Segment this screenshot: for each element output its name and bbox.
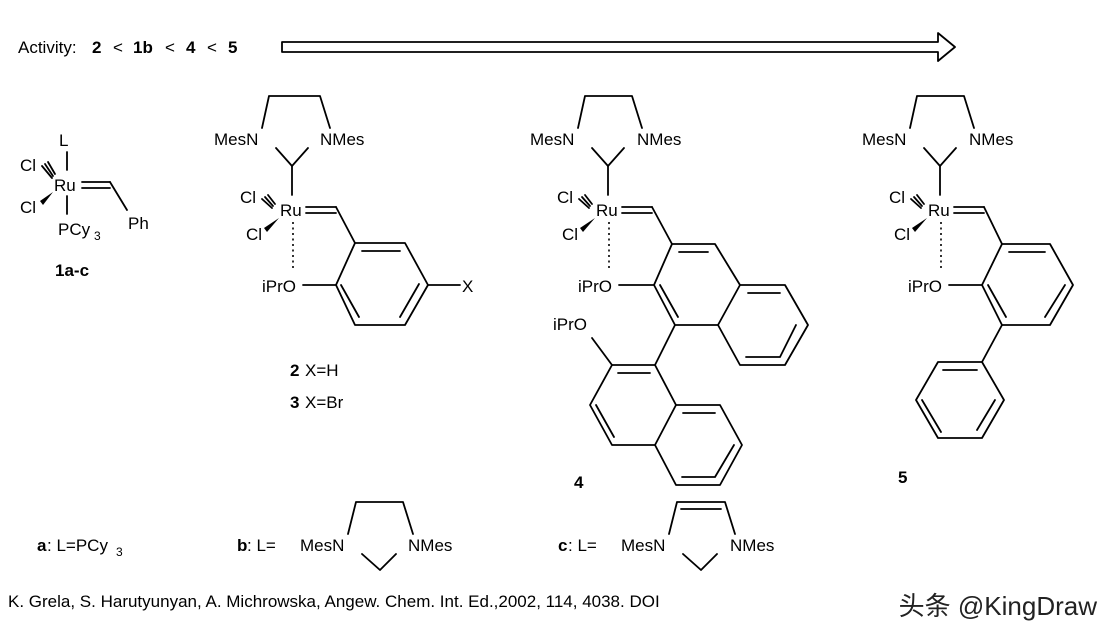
ligand-text: : L= — [247, 536, 276, 555]
atom-Ru: Ru — [596, 201, 618, 220]
compound-label: 1a-c — [55, 261, 89, 280]
atom-Ru: Ru — [54, 176, 76, 195]
atom-L: L — [59, 131, 68, 150]
atom-iPrO: iPrO — [262, 277, 296, 296]
subscript: 3 — [116, 545, 123, 559]
ligand-text: : L= — [568, 536, 597, 555]
order-sep: < — [113, 38, 123, 57]
order-sep: < — [207, 38, 217, 57]
atom-PCy: PCy — [58, 220, 91, 239]
compound-4: MesN NMes Cl Ru Cl iPrO iPrO 4 — [530, 95, 809, 492]
atom-Cl: Cl — [20, 156, 36, 175]
order-item: 5 — [228, 38, 237, 57]
atom-Cl: Cl — [894, 225, 910, 244]
ligand-text: : L=PCy — [47, 536, 108, 555]
atom-MesN: MesN — [862, 130, 906, 149]
atom-NMes: NMes — [637, 130, 681, 149]
compound-label-text: X=Br — [305, 393, 344, 412]
atom-MesN: MesN — [214, 130, 258, 149]
atom-NMes: NMes — [969, 130, 1013, 149]
ligand-a: a : L=PCy 3 — [37, 536, 123, 559]
atom-Cl: Cl — [20, 198, 36, 217]
ligand-letter: a — [37, 536, 47, 555]
activity-order: Activity: 2 < 1b < 4 < 5 — [18, 38, 237, 57]
atom-X: X — [462, 277, 473, 296]
atom-Cl: Cl — [557, 188, 573, 207]
atom-iPrO: iPrO — [908, 277, 942, 296]
watermark: 头条 @KingDraw — [898, 591, 1097, 621]
atom-MesN: MesN — [300, 536, 344, 555]
activity-arrow — [281, 32, 956, 62]
subscript: 3 — [94, 229, 101, 243]
atom-NMes: NMes — [730, 536, 774, 555]
atom-Ru: Ru — [280, 201, 302, 220]
order-sep: < — [165, 38, 175, 57]
atom-Ph: Ph — [128, 214, 149, 233]
activity-label: Activity: — [18, 38, 77, 57]
atom-NMes: NMes — [320, 130, 364, 149]
compound-label: 2 — [290, 361, 299, 380]
atom-iPrO: iPrO — [553, 315, 587, 334]
compound-label: 5 — [898, 468, 907, 487]
compound-label-text: X=H — [305, 361, 339, 380]
atom-iPrO: iPrO — [578, 277, 612, 296]
ligand-letter: c — [558, 536, 567, 555]
atom-Ru: Ru — [928, 201, 950, 220]
wedge-bond — [40, 192, 53, 205]
order-item: 2 — [92, 38, 101, 57]
ligand-b: b : L= MesN NMes — [237, 501, 452, 571]
ligand-letter: b — [237, 536, 247, 555]
compound-1: L Cl Ru Cl Ph PCy 3 1a-c — [20, 131, 149, 280]
atom-Cl: Cl — [240, 188, 256, 207]
compound-label: 3 — [290, 393, 299, 412]
ligand-c: c : L= MesN NMes — [558, 501, 774, 571]
order-item: 1b — [133, 38, 153, 57]
atom-NMes: NMes — [408, 536, 452, 555]
atom-Cl: Cl — [562, 225, 578, 244]
atom-MesN: MesN — [621, 536, 665, 555]
citation: K. Grela, S. Harutyunyan, A. Michrowska,… — [8, 592, 660, 611]
compound-2: MesN NMes Cl Ru Cl iPrO X 2 X=H 3 X=Br — [214, 95, 473, 412]
compound-label: 4 — [574, 473, 584, 492]
atom-Cl: Cl — [246, 225, 262, 244]
atom-MesN: MesN — [530, 130, 574, 149]
compound-5: MesN NMes Cl Ru Cl iPrO 5 — [862, 95, 1074, 487]
order-item: 4 — [186, 38, 196, 57]
atom-Cl: Cl — [889, 188, 905, 207]
